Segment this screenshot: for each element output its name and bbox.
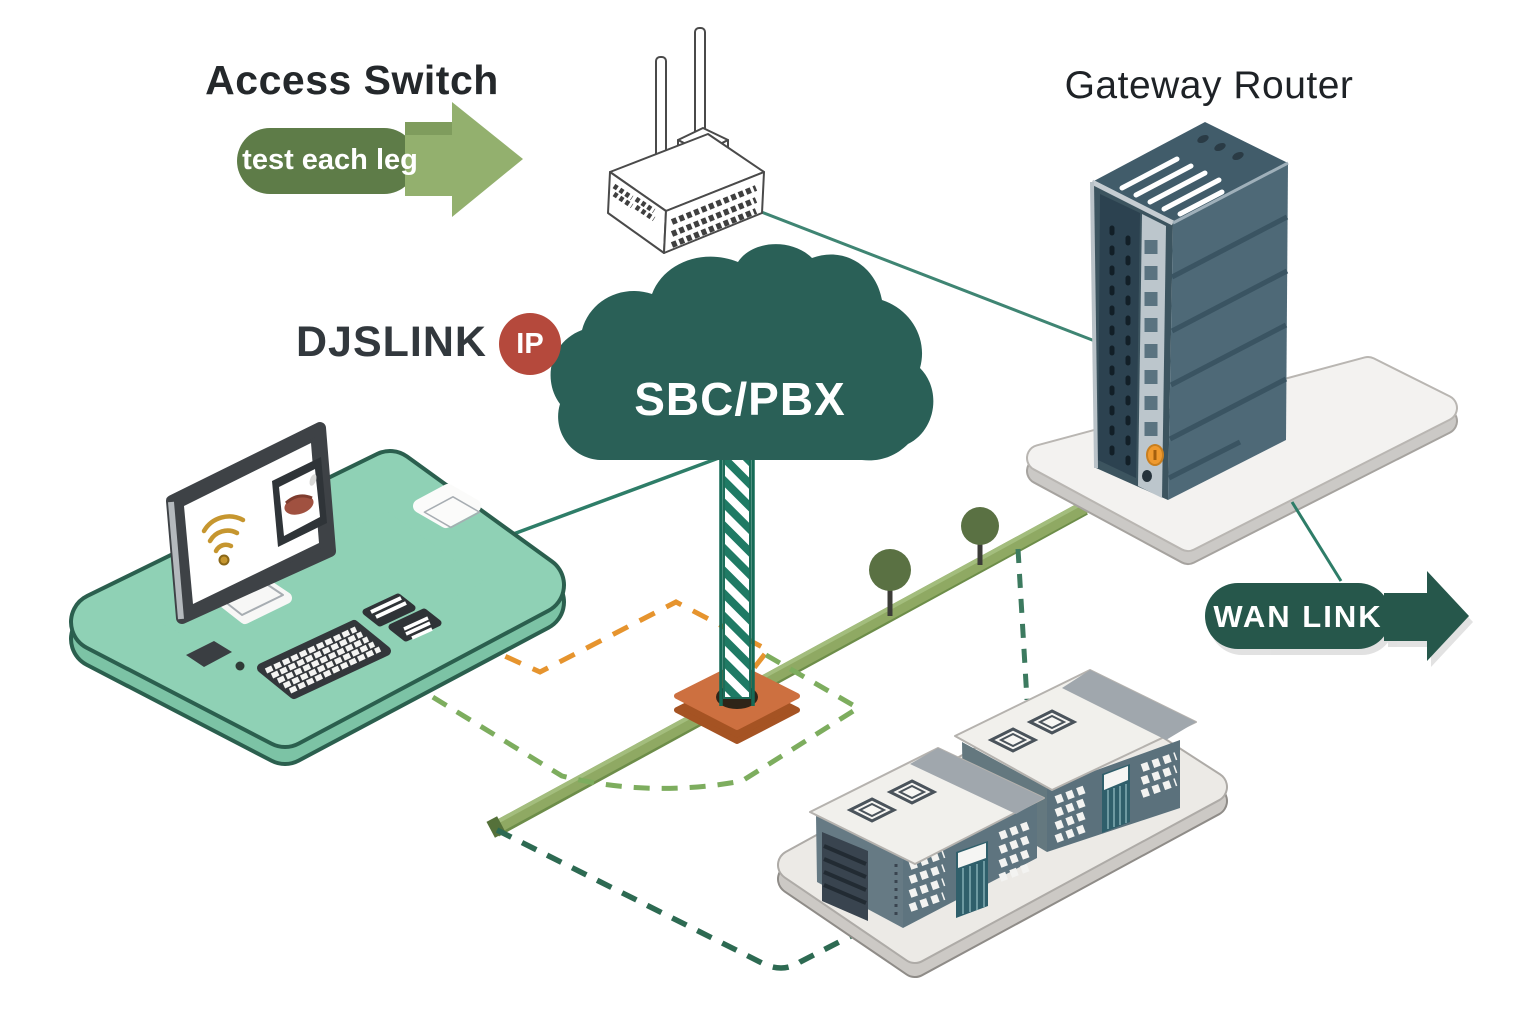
dashed-dark-teal-path <box>495 827 892 971</box>
wifi-icon <box>201 514 246 566</box>
wan-link-arrow <box>1205 571 1473 667</box>
roof-vent <box>987 709 1078 753</box>
link-router-to-wan <box>1290 501 1343 582</box>
workstation-monitor <box>166 422 336 624</box>
test-banner-label: test each leg <box>242 144 418 176</box>
street-pole <box>719 439 755 706</box>
pad-tile <box>186 641 245 671</box>
building-door <box>1102 764 1130 833</box>
gateway-router-title: Gateway Router <box>1064 64 1354 107</box>
link-pad-to-cloud <box>507 454 725 538</box>
dashed-orange-path <box>476 599 772 692</box>
sbc-pbx-cloud <box>550 244 934 461</box>
test-banner-arrow <box>237 102 523 217</box>
tree-icon <box>869 549 911 616</box>
tree-icon <box>961 507 999 565</box>
status-led-icon <box>1142 444 1164 482</box>
brand-label: DJSLINK <box>296 318 487 366</box>
wan-link-label: WAN LINK <box>1213 599 1383 634</box>
workstation-keyboard <box>257 620 391 699</box>
access-switch-device <box>607 27 765 254</box>
access-switch-title: Access Switch <box>205 57 499 103</box>
building-door <box>956 841 988 918</box>
sbc-pbx-label: SBC/PBX <box>634 373 846 425</box>
network-cards <box>362 593 442 642</box>
link-switch-to-router <box>737 201 1101 345</box>
screen-inset-picture <box>272 457 327 547</box>
roof-vent <box>846 779 938 823</box>
dashed-teal-vertical <box>1015 548 1030 701</box>
gateway-router-tower <box>1090 122 1289 500</box>
building-front <box>809 747 1045 928</box>
ip-badge: IP <box>499 313 561 375</box>
garage-panel <box>822 832 868 921</box>
notepad <box>413 484 481 529</box>
